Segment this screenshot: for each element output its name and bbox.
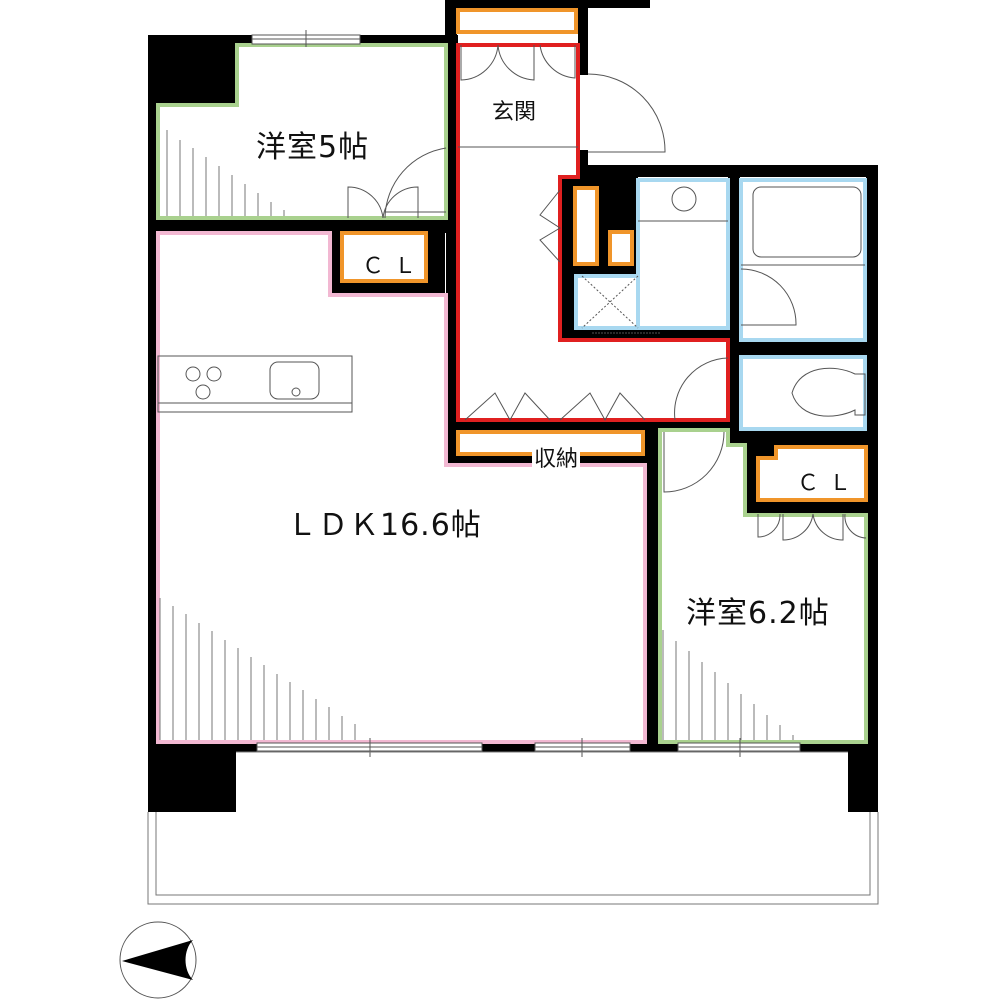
closet-1-label: ＣＬ	[362, 254, 427, 279]
floor-hatching	[159, 130, 794, 740]
western-room-2-area	[658, 428, 868, 744]
closet-2-area	[756, 445, 868, 502]
balcony	[147, 751, 879, 905]
western-room-2-label: 洋室6.2帖	[686, 596, 830, 631]
storage-label: 収納	[532, 441, 581, 473]
ldk-area	[156, 231, 647, 744]
sink-icon	[269, 361, 320, 400]
utility-cabinet-2	[608, 230, 634, 266]
washroom-area	[636, 178, 730, 330]
shoe-cabinet	[456, 8, 578, 34]
compass-icon	[119, 921, 197, 999]
toilet-area	[739, 355, 867, 431]
kitchen-counter	[157, 355, 353, 413]
toilet-icon	[791, 367, 866, 417]
utility-cabinet-1	[573, 186, 599, 266]
western-room-1-label: 洋室5帖	[256, 130, 370, 165]
entrance-area	[456, 43, 730, 422]
bathtub-icon	[752, 186, 862, 258]
western-room-1-area	[156, 43, 448, 220]
stove-burner-icon	[185, 366, 201, 382]
bathroom-area	[739, 178, 867, 342]
ldk-label: ＬＤＫ16.6帖	[287, 508, 482, 543]
closet-2-label: ＣＬ	[797, 471, 862, 496]
closet-1-area	[340, 231, 428, 283]
entrance-door	[587, 73, 666, 153]
washbasin-icon	[671, 186, 697, 212]
laundry-pan	[574, 274, 640, 330]
entrance-label: 玄関	[492, 100, 537, 125]
